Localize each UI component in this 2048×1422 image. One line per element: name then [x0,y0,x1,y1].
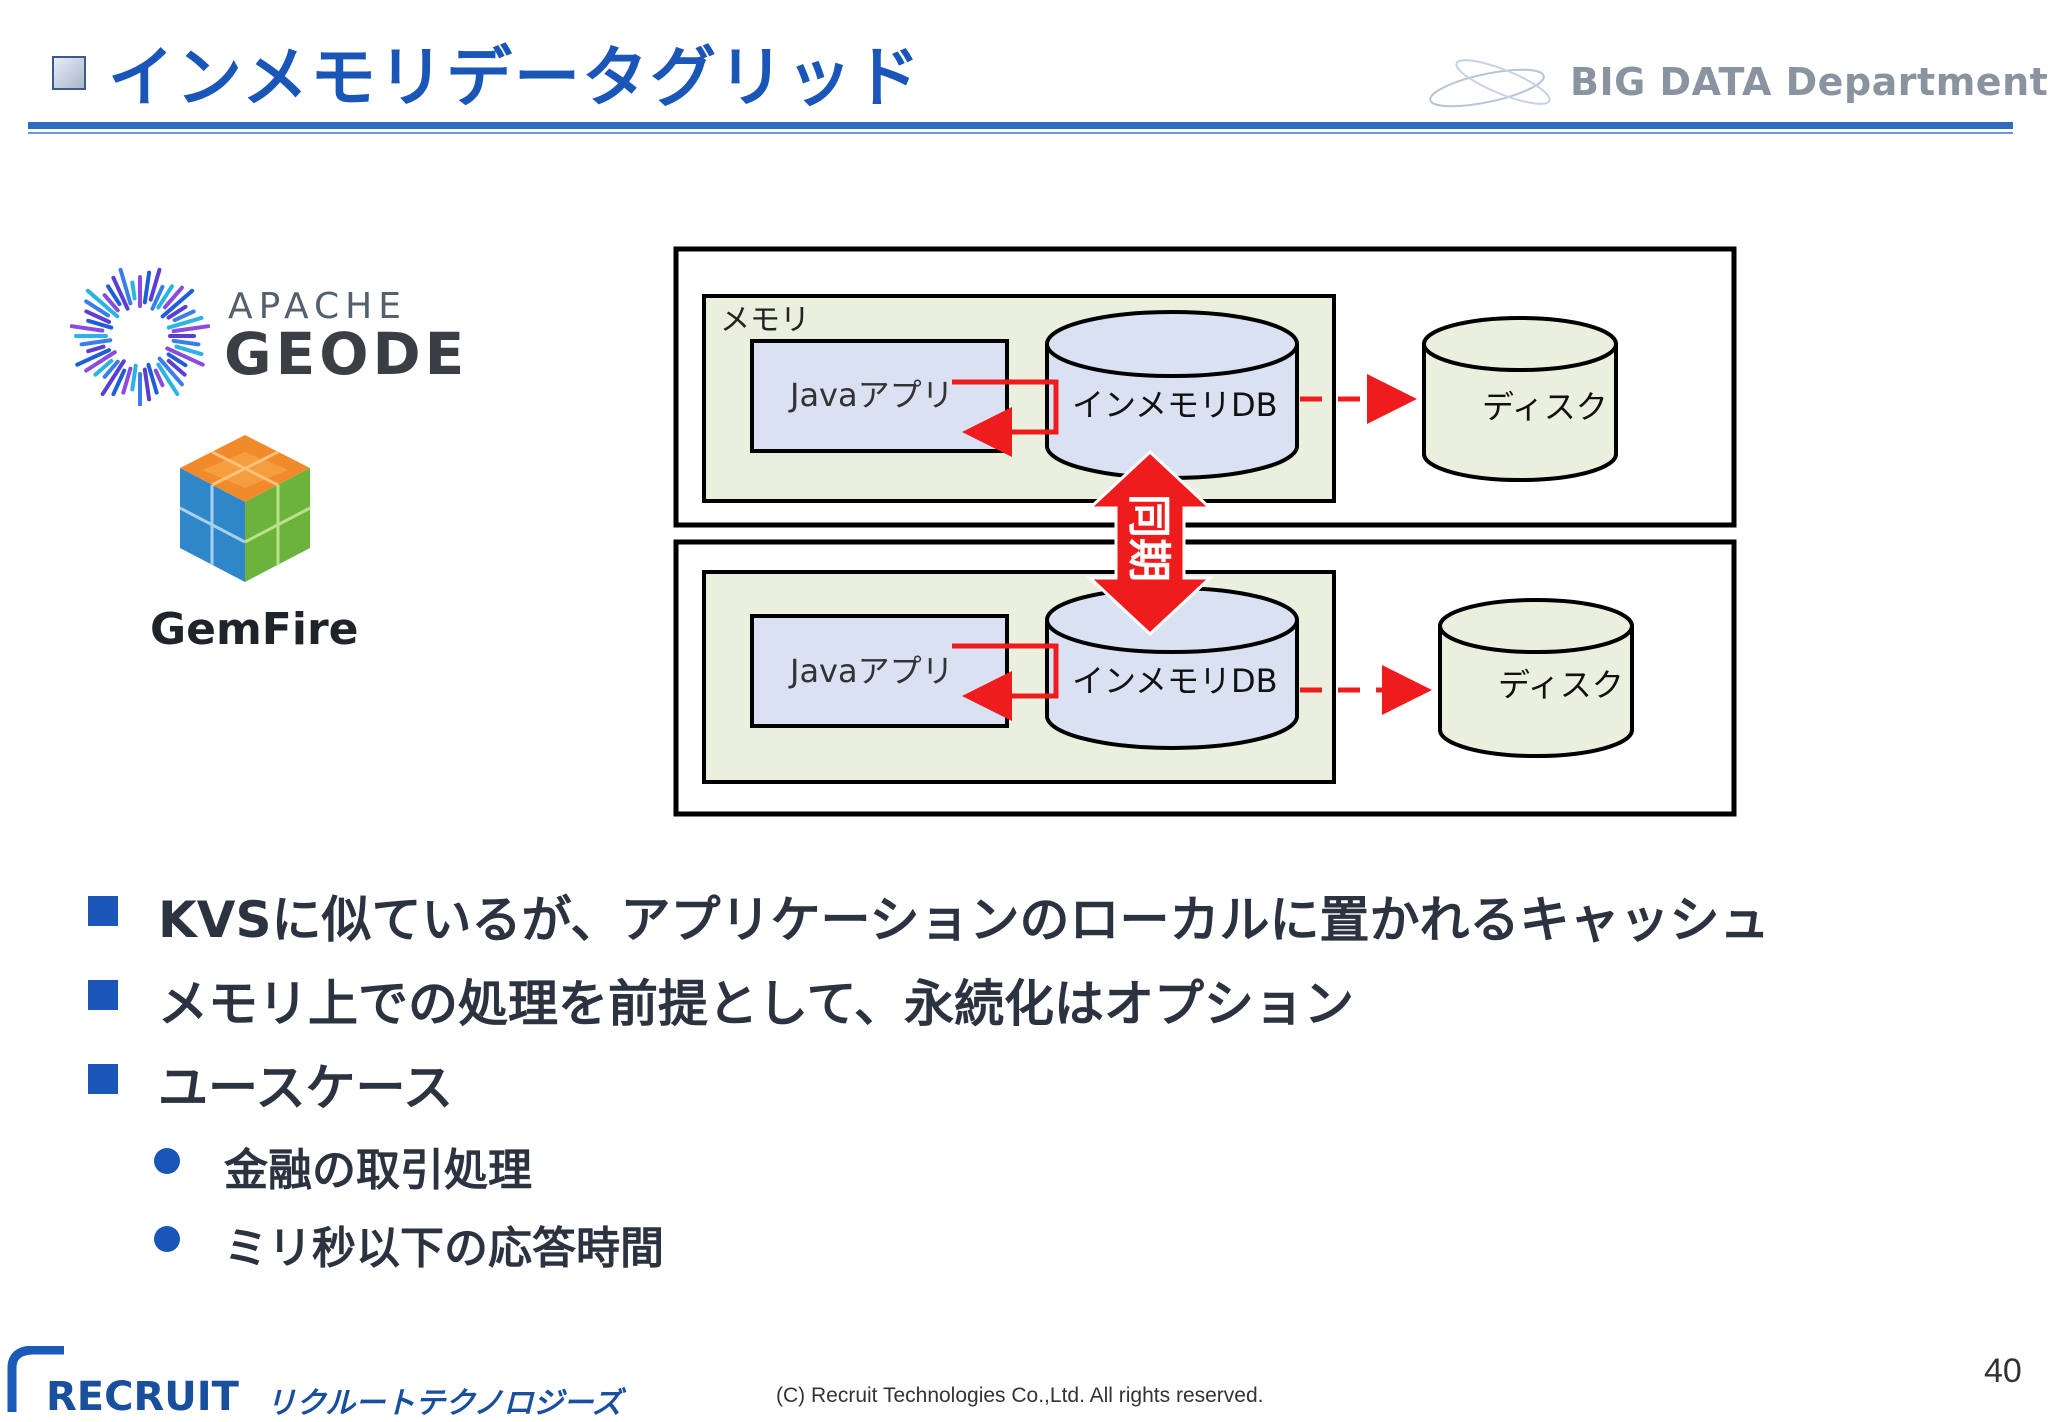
sub-bullet-text: 金融の取引処理 [224,1145,532,1196]
recruit-logo: RECRUIT [7,1346,240,1418]
geode-burst-ray [130,363,138,392]
geode-burst-ray [162,285,184,310]
disk-cylinder-top [1422,316,1618,482]
java-app-label-top: Javaアプリ [788,376,954,414]
geode-apache-text: APACHE [228,286,407,327]
gemfire-name-text: GemFire [150,604,359,655]
geode-name-text: GEODE [224,320,469,388]
java-app-label-bottom: Javaアプリ [788,652,954,690]
geode-burst-ray [102,359,120,379]
copyright-text: (C) Recruit Technologies Co.,Ltd. All ri… [776,1384,1264,1407]
geode-burst-ray [86,344,106,354]
geode-burst-ray [106,284,122,307]
svg-text:RECRUIT: RECRUIT [46,1374,240,1418]
geode-burst-ray [165,346,205,367]
square-bullet-icon [88,980,118,1010]
geode-burst-ray [102,293,120,313]
geode-burst-ray [166,304,188,320]
app-db-loop-arrow-top [952,379,1059,457]
disk-cylinder-bottom [1438,598,1634,758]
geode-burst-ray [166,352,188,368]
sync-double-arrow [1086,449,1214,637]
geode-burst-ray [70,324,105,333]
geode-burst-ray [156,284,174,310]
geode-burst-ray [153,368,165,388]
geode-burst-ray [118,267,133,306]
geode-burst-ray [100,359,126,397]
architecture-diagram: メモリ Javaアプリ Javaアプリ インメモリDB インメモリDB ディスク… [673,246,1737,817]
geode-burst-ray [75,348,112,367]
geode-burst-ray [79,338,113,347]
geode-burst-ray [142,270,152,305]
geode-burst-ray [84,309,112,324]
page-number: 40 [1984,1352,2022,1390]
bullet-text: KVSに似ているが、アプリケーションのローカルに置かれるキャッシュ [158,891,1770,949]
geode-burst-ray [130,280,137,301]
disk-label-top: ディスク [1482,388,1608,426]
geode-burst-ray [166,315,204,330]
geode-burst-ray [146,362,159,395]
page-title: インメモリデータグリッド [108,39,923,116]
company-kana-text: リクルートテクノロジーズ [266,1386,622,1421]
geode-burst-ray [160,288,195,319]
inmemory-db-label-top: インメモリDB [1072,386,1278,424]
geode-burst-ray [148,267,162,302]
inmemory-db-label-bottom: インメモリDB [1072,662,1278,700]
square-bullet-icon [88,896,118,926]
memory-label: メモリ [720,303,810,338]
gemfire-cube-logo-icon [179,435,311,582]
header-rule [28,122,2013,129]
geode-burst-ray [156,362,180,397]
geode-burst-ray [93,358,114,377]
dot-bullet-icon [154,1226,180,1252]
app-db-loop-arrow-bottom [952,643,1059,721]
geode-burst-ray [157,356,184,387]
geode-burst-ray [171,338,201,347]
sync-label: 同期 [1123,494,1174,582]
geode-burst-ray [174,344,204,357]
dot-bullet-icon [154,1148,180,1174]
geode-burst-ray [171,324,210,334]
geode-burst-ray [172,309,196,323]
apache-geode-logo-icon [70,267,210,406]
geode-burst-ray [84,350,117,373]
geode-burst-ray [150,284,165,311]
geode-burst-ray [142,367,152,402]
geode-burst-ray [166,358,187,377]
inmemory-db-top [1045,310,1299,480]
bullet-text: メモリ上での処理を前提として、永続化はオプション [158,975,1354,1033]
sub-bullet-text: ミリ秒以下の応答時間 [224,1223,664,1274]
bullet-text: ユースケース [158,1059,453,1117]
header-rule-thin [28,132,2013,134]
geode-burst-ray [85,288,120,319]
geode-burst-ray [111,368,127,397]
department-swoosh-logo [1429,59,1551,108]
geode-burst-ray [86,318,114,330]
inmemory-db-bottom [1045,586,1299,750]
disk-label-bottom: ディスク [1498,666,1624,704]
department-label: BIG DATA Department [1570,60,2048,104]
geode-burst-ray [111,275,130,311]
geode-burst-ray [84,299,111,318]
square-bullet-icon [88,1064,118,1094]
title-marker-icon [52,56,86,90]
geode-burst-ray [121,366,133,395]
